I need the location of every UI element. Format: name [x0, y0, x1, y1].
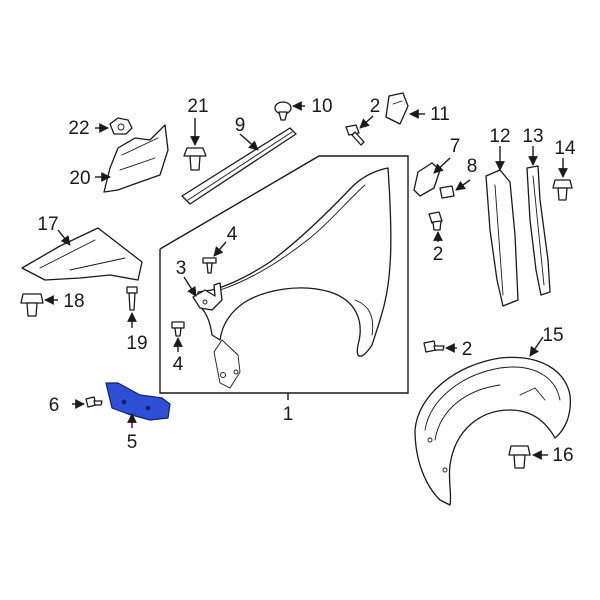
bolt-part-8[interactable]	[439, 185, 455, 199]
bracket-part-11[interactable]	[385, 92, 409, 125]
fender-part[interactable]	[197, 167, 392, 389]
callout-2-mid: 2	[433, 244, 444, 265]
clip-part-14[interactable]	[552, 179, 573, 201]
callout-13: 13	[522, 126, 543, 147]
callout-11: 11	[430, 104, 450, 125]
callout-2-lower: 2	[462, 339, 473, 360]
callout-14: 14	[554, 138, 576, 159]
callout-4-lower: 4	[173, 354, 184, 375]
callout-16: 16	[552, 445, 573, 466]
bolt-part-2-lower[interactable]	[423, 340, 445, 353]
grommet-part[interactable]	[274, 101, 292, 121]
leader-4-upper	[213, 241, 227, 257]
seal-part-13[interactable]	[526, 165, 551, 296]
highlighted-bracket-part[interactable]	[105, 382, 171, 421]
leader-3	[183, 276, 197, 297]
leader-15	[529, 336, 544, 357]
callout-10: 10	[311, 96, 332, 117]
seal-part-12[interactable]	[485, 169, 519, 307]
leader-8	[455, 179, 471, 191]
splash-shield-part[interactable]	[21, 227, 143, 281]
callout-15: 15	[542, 325, 563, 346]
callout-7: 7	[450, 136, 461, 157]
callout-8: 8	[467, 156, 478, 177]
callout-3: 3	[176, 258, 187, 279]
bracket-part-7[interactable]	[413, 162, 441, 197]
callout-17: 17	[37, 214, 58, 235]
nut-part[interactable]	[109, 117, 133, 135]
callout-5: 5	[127, 432, 138, 453]
clip-part-18[interactable]	[20, 293, 44, 317]
bolt-part-2-top[interactable]	[345, 124, 365, 146]
clip-part-16[interactable]	[508, 445, 531, 469]
strip-part[interactable]	[181, 127, 297, 205]
callout-4-upper: 4	[227, 224, 238, 245]
bolt-part-6[interactable]	[85, 396, 103, 408]
bolt-part-upper[interactable]	[202, 257, 217, 274]
leader-2-top	[359, 115, 374, 129]
callout-18: 18	[63, 291, 84, 312]
shield-part[interactable]	[103, 124, 169, 193]
leader-7	[433, 157, 451, 174]
callout-2-top: 2	[370, 96, 381, 117]
callout-1: 1	[283, 404, 294, 425]
bolt-part-2-mid[interactable]	[428, 211, 443, 231]
callout-9: 9	[235, 115, 246, 136]
fender-group-frame	[159, 155, 409, 394]
bolt-part-lower[interactable]	[171, 321, 185, 337]
leader-17	[57, 229, 71, 246]
callout-21: 21	[187, 96, 208, 117]
callout-19: 19	[126, 333, 147, 354]
leader-9	[239, 133, 259, 151]
callout-20: 20	[69, 168, 90, 189]
wheel-liner-part[interactable]	[414, 356, 571, 506]
clip-part-21[interactable]	[183, 147, 207, 171]
callout-22: 22	[68, 118, 89, 139]
callout-6: 6	[49, 395, 60, 416]
callout-12: 12	[489, 126, 510, 147]
bracket-part[interactable]	[192, 282, 223, 311]
bolt-part-19[interactable]	[126, 286, 138, 311]
